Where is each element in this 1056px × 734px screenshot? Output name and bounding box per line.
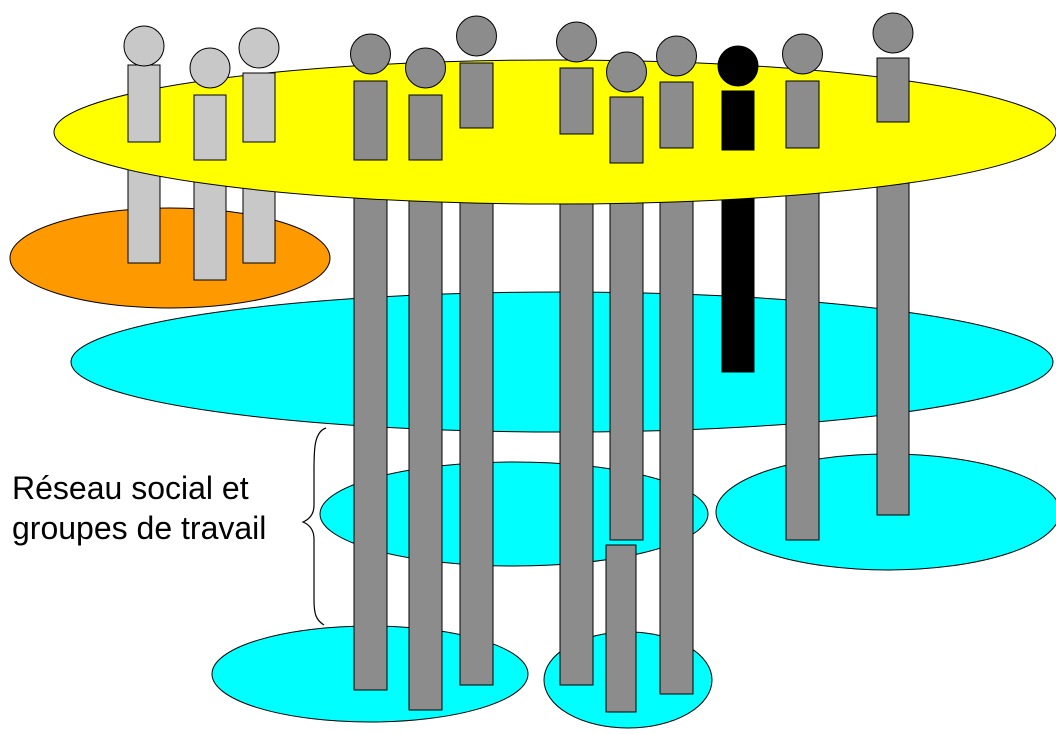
member-8-leg bbox=[609, 162, 644, 541]
member-5-leg bbox=[408, 159, 443, 711]
member-12-leg bbox=[785, 147, 820, 541]
member-1-body bbox=[127, 64, 161, 143]
member-7-leg bbox=[559, 133, 594, 686]
member-1-head bbox=[123, 25, 165, 67]
member-2-head bbox=[189, 47, 231, 89]
member-6-head bbox=[456, 15, 497, 57]
member-6-body bbox=[459, 62, 494, 129]
member-11-head bbox=[717, 45, 759, 87]
member-2-body bbox=[193, 94, 227, 161]
member-10-body bbox=[659, 81, 694, 149]
member-13-body bbox=[876, 57, 910, 123]
member-11-body bbox=[721, 90, 755, 151]
member-5-head bbox=[405, 47, 446, 89]
member-4-leg bbox=[353, 159, 388, 691]
member-6-leg bbox=[459, 127, 494, 686]
member-4-body bbox=[353, 80, 388, 161]
network-caption: Réseau social et groupes de travail bbox=[12, 468, 312, 548]
member-5-body bbox=[408, 94, 443, 161]
member-7-head bbox=[556, 21, 597, 63]
caption-line-2: groupes de travail bbox=[12, 510, 267, 546]
member-7-body bbox=[559, 67, 594, 135]
member-8-head bbox=[606, 51, 647, 93]
caption-line-1: Réseau social et bbox=[12, 470, 249, 506]
member-10-leg bbox=[659, 147, 694, 695]
member-10-head bbox=[656, 35, 697, 77]
member-12-head bbox=[782, 33, 823, 75]
member-4-head bbox=[350, 33, 391, 75]
member-8-body bbox=[609, 96, 644, 164]
partner-plane bbox=[9, 207, 331, 309]
member-13-head bbox=[872, 12, 914, 54]
member-9-leg bbox=[605, 544, 637, 713]
member-3-head bbox=[238, 27, 280, 69]
member-13-leg bbox=[876, 121, 910, 516]
curly-brace bbox=[301, 427, 327, 626]
member-12-body bbox=[785, 80, 820, 149]
member-3-body bbox=[242, 72, 276, 143]
